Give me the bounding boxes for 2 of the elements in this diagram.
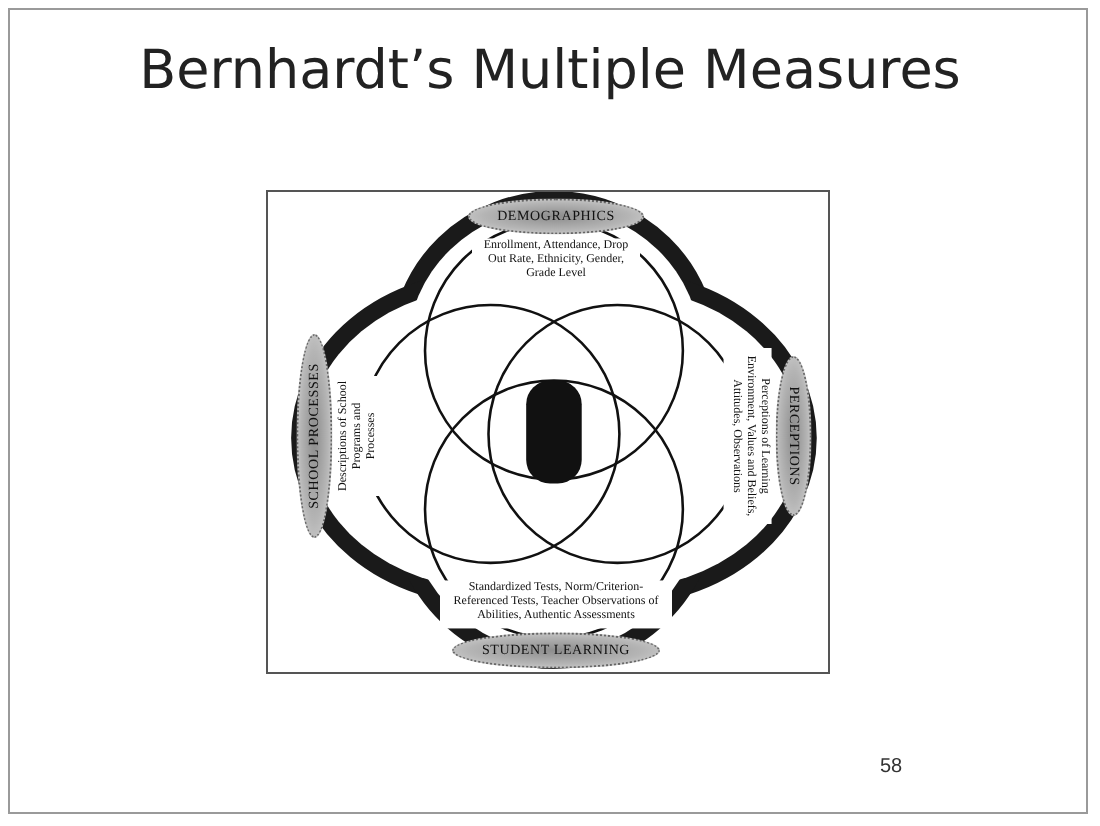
slide-title: Bernhardt’s Multiple Measures (137, 40, 963, 102)
page-number: 58 (880, 756, 903, 778)
